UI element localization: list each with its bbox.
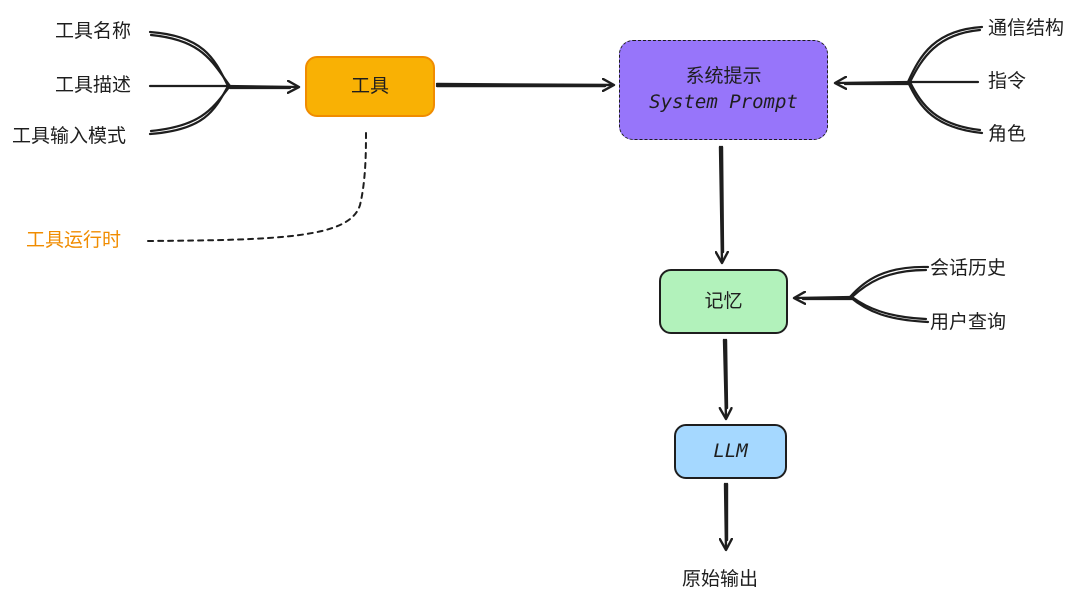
llm-node-label: LLM	[713, 439, 748, 462]
memory-node: 记忆	[659, 269, 788, 334]
communication-structure-label: 通信结构	[988, 17, 1065, 39]
raw-output-label: 原始输出	[682, 568, 759, 590]
system-prompt-en-label: System Prompt	[649, 91, 798, 113]
llm-node: LLM	[674, 424, 787, 479]
tool-to-system-arrow	[435, 84, 613, 86]
conversation-history-label: 会话历史	[930, 257, 1007, 279]
tool-node: 工具	[305, 56, 435, 117]
tool-node-label: 工具	[350, 74, 389, 97]
system-prompt-cn-label: 系统提示	[685, 65, 762, 88]
tool-inputs-connector	[148, 30, 298, 136]
llm-to-output-arrow	[725, 482, 727, 549]
tool-name-label: 工具名称	[55, 20, 132, 42]
memory-inputs-connector	[795, 265, 930, 324]
tool-runtime-connector	[147, 129, 367, 242]
tool-input-schema-label: 工具输入模式	[12, 125, 127, 147]
tool-runtime-label: 工具运行时	[26, 229, 122, 251]
instruction-label: 指令	[988, 70, 1027, 92]
memory-node-label: 记忆	[704, 289, 743, 312]
memory-to-llm-arrow	[724, 338, 727, 418]
user-query-label: 用户查询	[930, 311, 1007, 333]
tool-description-label: 工具描述	[55, 74, 132, 96]
system-prompt-node: 系统提示 System Prompt	[619, 40, 828, 140]
system-to-memory-arrow	[720, 145, 723, 262]
system-inputs-connector	[836, 25, 984, 135]
role-label: 角色	[988, 123, 1027, 145]
